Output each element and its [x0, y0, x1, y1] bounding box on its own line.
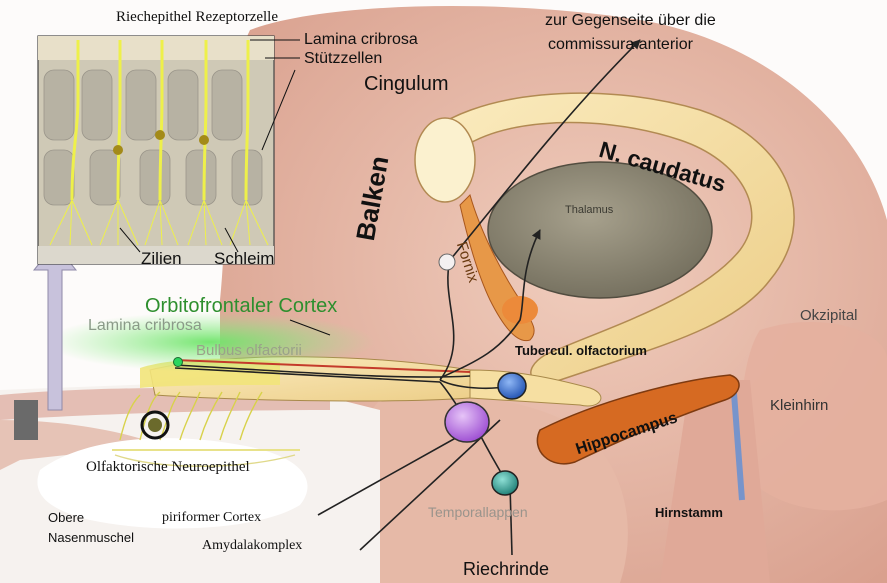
label-gegenseite-2: commissura anterior	[548, 37, 693, 53]
label-bulbus-olfactorii: Bulbus olfactorii	[196, 343, 302, 358]
label-kleinhirn: Kleinhirn	[770, 398, 828, 413]
label-tubercul-olfactorium: Tubercul. olfactorium	[515, 344, 647, 357]
label-schleim: Schleim	[214, 250, 274, 267]
label-cingulum: Cingulum	[364, 74, 448, 94]
label-obere: Obere	[48, 511, 84, 524]
tuberculum-node	[498, 373, 526, 399]
label-riechepithel: Riechepithel Rezeptorzelle	[116, 10, 278, 25]
label-orbitofrontaler-cortex: Orbitofrontaler Cortex	[145, 296, 337, 316]
piriform-cortex-node	[445, 402, 489, 442]
label-amydalakomplex: Amydalakomplex	[202, 539, 302, 553]
label-nasenmuschel: Nasenmuschel	[48, 531, 134, 544]
label-lamina-cribrosa-mid: Lamina cribrosa	[88, 318, 202, 334]
label-temporallappen: Temporallappen	[428, 505, 528, 519]
label-thalamus: Thalamus	[565, 205, 613, 216]
entorhinal-node	[492, 471, 518, 495]
label-okzipital: Okzipital	[800, 308, 858, 323]
label-stuetzzellen: Stützzellen	[304, 51, 382, 67]
corpus-callosum-shape	[415, 118, 475, 202]
cut-edge-block	[14, 400, 38, 440]
cerebellum-shape	[741, 322, 887, 510]
label-olfaktorische-neuroepithel: Olfaktorische Neuroepithel	[86, 460, 250, 475]
label-zilien: Zilien	[141, 250, 182, 267]
label-piriformer-cortex: piriformer Cortex	[162, 511, 261, 525]
label-lamina-cribrosa-top: Lamina cribrosa	[304, 32, 418, 48]
label-hirnstamm: Hirnstamm	[655, 506, 723, 519]
label-riechrinde: Riechrinde	[463, 560, 549, 578]
label-gegenseite-1: zur Gegenseite über die	[545, 13, 716, 29]
